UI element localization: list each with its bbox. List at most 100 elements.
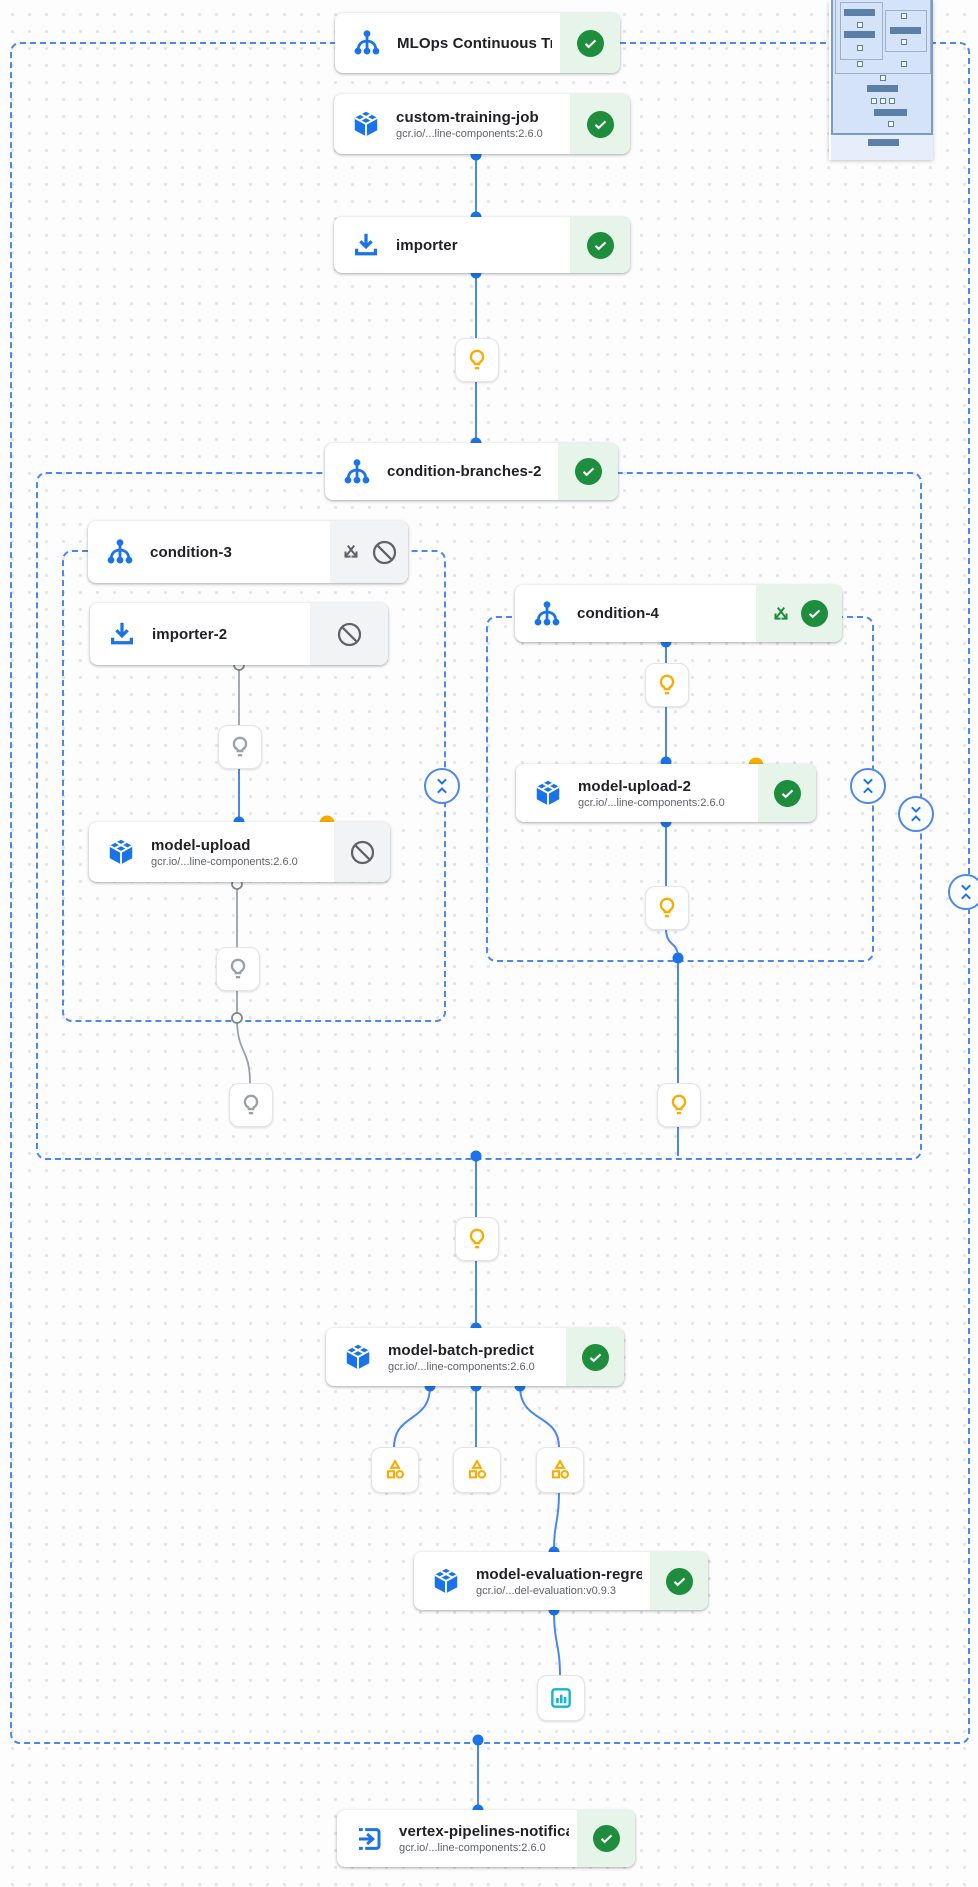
condition-lightbulb-icon-skipped[interactable] <box>216 947 260 991</box>
metrics-chart-icon[interactable] <box>537 1675 585 1721</box>
collapse-group-exit-handler-button[interactable] <box>948 874 978 910</box>
minimap-group-rect <box>885 10 927 52</box>
pipeline-branch-icon <box>105 537 135 567</box>
condition-lightbulb-icon-skipped[interactable] <box>229 1083 273 1127</box>
component-cube-icon <box>351 109 381 139</box>
node-subtitle: gcr.io/...line-components:2.6.0 <box>578 796 725 809</box>
success-check-icon <box>592 1825 620 1852</box>
condition-lightbulb-icon[interactable] <box>645 663 689 707</box>
dag-minimap[interactable] <box>829 0 933 160</box>
status-section <box>330 521 408 583</box>
success-check-icon <box>665 1567 693 1595</box>
minimap-node <box>868 139 899 146</box>
node-title: condition-branches-2 <box>387 463 542 480</box>
skipped-icon <box>371 539 398 566</box>
skipped-icon <box>336 621 363 648</box>
condition-lightbulb-icon[interactable] <box>455 338 499 382</box>
artifact-shapes-icon[interactable] <box>453 1447 501 1493</box>
status-section <box>560 13 620 73</box>
minimap-marker <box>901 39 907 45</box>
node-model-upload[interactable]: model-upload gcr.io/...line-components:2… <box>89 822 390 882</box>
node-condition-branches-2[interactable]: condition-branches-2 <box>325 443 618 500</box>
node-title: condition-3 <box>150 543 232 561</box>
status-section <box>558 443 618 500</box>
artifact-shapes-icon[interactable] <box>371 1447 419 1493</box>
node-subtitle: gcr.io/...line-components:2.6.0 <box>399 1842 546 1854</box>
exit-to-app-icon <box>354 1824 384 1854</box>
status-section <box>570 217 630 273</box>
node-title: custom-training-job <box>396 108 539 126</box>
condition-lightbulb-icon[interactable] <box>645 886 689 930</box>
node-title: model-upload-2 <box>578 777 692 795</box>
artifact-shapes-icon[interactable] <box>536 1447 584 1493</box>
minimap-group-rect <box>835 0 931 74</box>
success-check-icon <box>581 1343 609 1371</box>
node-title: importer-2 <box>152 625 228 643</box>
minimap-node <box>867 85 898 92</box>
node-title: MLOps Continuous Traini… <box>397 34 552 52</box>
importer-download-icon <box>351 230 381 260</box>
success-check-icon <box>576 29 604 57</box>
pipeline-branch-icon <box>532 599 562 629</box>
status-section <box>334 822 390 882</box>
pipeline-branch-icon <box>352 28 382 58</box>
node-condition-3[interactable]: condition-3 <box>88 521 408 583</box>
skipped-icon <box>349 839 376 866</box>
node-subtitle: gcr.io/...del-evaluation:v0.9.3 <box>476 1584 617 1597</box>
status-section <box>570 94 630 154</box>
minimap-marker <box>901 61 907 67</box>
collapse-group-condition-3-button[interactable] <box>424 768 460 804</box>
minimap-group-rect <box>840 2 883 60</box>
status-section <box>758 764 816 822</box>
minimap-marker <box>857 45 863 51</box>
minimap-marker <box>880 98 886 104</box>
collapse-group-condition-branches-2-button[interactable] <box>898 796 934 832</box>
node-vertex-pipelines-notification[interactable]: vertex-pipelines-notificat… gcr.io/...li… <box>337 1810 635 1867</box>
condition-lightbulb-icon-skipped[interactable] <box>218 725 262 769</box>
node-subtitle: gcr.io/...line-components:2.6.0 <box>151 855 298 868</box>
node-importer[interactable]: importer <box>334 217 630 273</box>
minimap-marker <box>857 22 863 28</box>
minimap-marker <box>871 98 877 104</box>
success-check-icon <box>801 600 828 627</box>
node-custom-training-job[interactable]: custom-training-job gcr.io/...line-compo… <box>334 94 630 154</box>
branch-split-icon <box>340 541 362 563</box>
status-section <box>756 585 842 642</box>
status-section <box>650 1552 708 1610</box>
condition-lightbulb-icon[interactable] <box>455 1217 499 1261</box>
node-model-batch-predict[interactable]: model-batch-predict gcr.io/...line-compo… <box>326 1328 624 1386</box>
node-mlops-pipeline[interactable]: MLOps Continuous Traini… <box>335 13 620 73</box>
importer-download-icon <box>107 619 137 649</box>
success-check-icon <box>574 458 602 485</box>
component-cube-icon <box>533 778 563 808</box>
node-model-evaluation-regression[interactable]: model-evaluation-regres… gcr.io/...del-e… <box>414 1552 708 1610</box>
status-section <box>310 603 388 665</box>
component-cube-icon <box>431 1566 461 1596</box>
node-title: importer <box>396 236 458 254</box>
minimap-node <box>874 109 907 116</box>
node-condition-4[interactable]: condition-4 <box>515 585 842 642</box>
pipeline-branch-icon <box>342 457 372 487</box>
node-subtitle: gcr.io/...line-components:2.6.0 <box>388 1360 535 1373</box>
node-title: model-evaluation-regres… <box>476 1565 642 1583</box>
minimap-marker <box>880 75 886 81</box>
node-subtitle: gcr.io/...line-components:2.6.0 <box>396 127 543 140</box>
status-section <box>577 1810 635 1867</box>
success-check-icon <box>586 110 614 138</box>
node-title: condition-4 <box>577 605 659 622</box>
minimap-node <box>890 27 921 34</box>
status-section <box>566 1328 624 1386</box>
minimap-marker <box>901 13 907 19</box>
minimap-marker <box>857 61 863 67</box>
node-importer-2[interactable]: importer-2 <box>90 603 388 665</box>
node-model-upload-2[interactable]: model-upload-2 gcr.io/...line-components… <box>516 764 816 822</box>
condition-lightbulb-icon[interactable] <box>657 1083 701 1127</box>
collapse-group-condition-4-button[interactable] <box>850 768 886 804</box>
minimap-marker <box>889 98 895 104</box>
success-check-icon <box>586 231 614 259</box>
node-title: vertex-pipelines-notificat… <box>399 1823 569 1840</box>
component-cube-icon <box>106 837 136 867</box>
node-title: model-upload <box>151 836 251 854</box>
branch-split-icon <box>770 603 792 625</box>
